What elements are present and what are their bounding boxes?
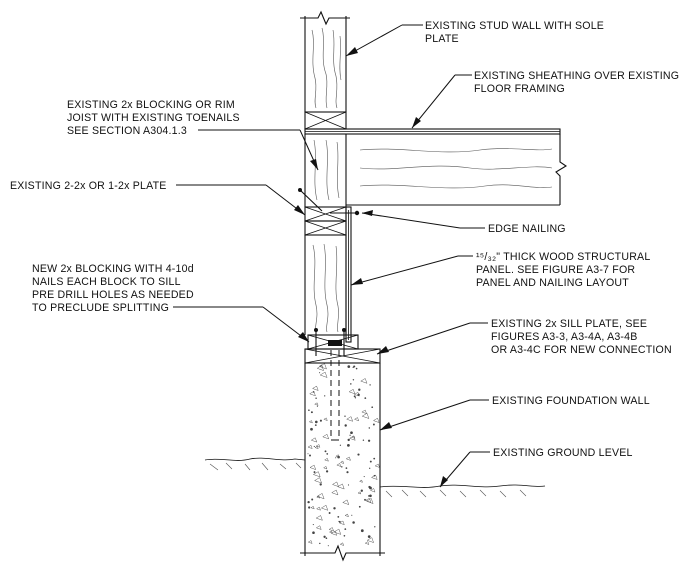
callout-foundation-wall: EXISTING FOUNDATION WALL [492, 395, 650, 407]
leaders [173, 24, 490, 488]
callout-new-blocking: NEW 2x BLOCKING WITH 4-10d NAILS EACH BL… [32, 263, 197, 314]
callout-stud-wall: EXISTING STUD WALL WITH SOLE PLATE [425, 20, 607, 45]
sill-plate [304, 348, 381, 364]
callout-edge-nailing: EDGE NAILING [488, 223, 566, 235]
callout-structural-panel: ¹⁵/₃₂" THICK WOOD STRUCTURAL PANEL. SEE … [476, 251, 653, 289]
callout-ground-level: EXISTING GROUND LEVEL [493, 447, 633, 459]
callout-sill-plate: EXISTING 2x SILL PLATE, SEE FIGURES A3-3… [491, 318, 672, 356]
floor-framing [304, 128, 568, 206]
callout-existing-blocking: EXISTING 2x BLOCKING OR RIM JOIST WITH E… [67, 99, 243, 137]
concrete-texture [307, 363, 381, 547]
upper-stud-wall [300, 10, 350, 130]
existing-double-plate [304, 206, 360, 236]
ground-level [204, 457, 546, 498]
structural-panel [345, 206, 352, 343]
callout-sheathing: EXISTING SHEATHING OVER EXISTING FLOOR F… [474, 70, 682, 95]
foundation-wall [300, 340, 385, 562]
cripple-wall [304, 235, 347, 335]
existing-blocking [298, 134, 347, 212]
callout-existing-plate: EXISTING 2-2x OR 1-2x PLATE [10, 180, 167, 192]
